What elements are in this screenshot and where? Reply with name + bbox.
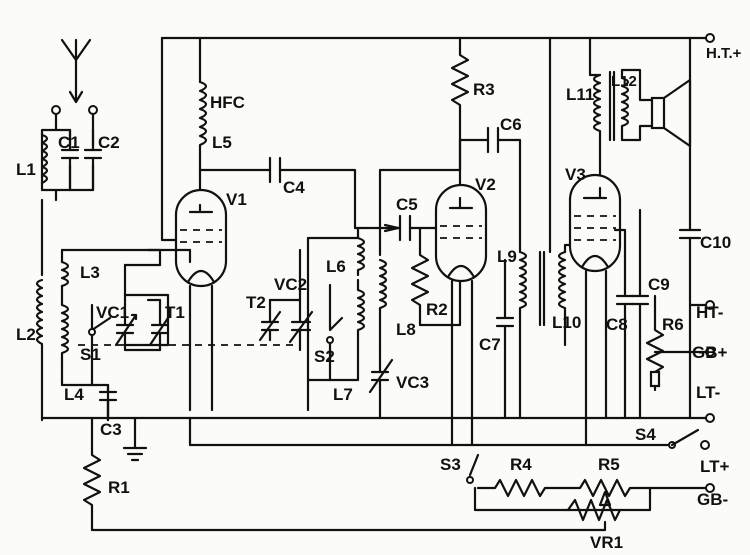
label-vr1: VR1: [590, 533, 623, 552]
label-v2: V2: [475, 175, 496, 194]
resistor-r4: [476, 478, 570, 498]
switch-s3: [466, 453, 480, 484]
label-lt-plus: LT+: [700, 457, 730, 476]
earth-symbol: [122, 416, 148, 462]
label-r2: R2: [426, 300, 448, 319]
capacitor-c5: [360, 214, 442, 242]
resistor-r6: [645, 294, 692, 392]
label-l5: L5: [212, 133, 232, 152]
label-s2: S2: [314, 347, 335, 366]
tuned-circuit-2: [258, 226, 366, 412]
switch-s4: [668, 428, 710, 450]
label-vc2: VC2: [274, 275, 307, 294]
label-l2: L2: [16, 325, 36, 344]
label-v3: V3: [565, 165, 586, 184]
resistor-r3: [450, 36, 470, 192]
label-s3: S3: [440, 455, 461, 474]
antenna: [60, 38, 92, 104]
capacitor-c10: [678, 36, 702, 420]
label-r5: R5: [598, 455, 620, 474]
label-l1: L1: [16, 160, 36, 179]
tube-v3: [568, 173, 622, 447]
aerial-tuning-network: [40, 105, 103, 202]
capacitor-c8: [613, 228, 635, 420]
tube-v1: [174, 188, 228, 412]
label-c7: C7: [479, 335, 501, 354]
ht-plus-terminal: [705, 33, 715, 43]
label-r4: R4: [510, 455, 532, 474]
label-ht-minus: HT-: [696, 303, 723, 322]
label-c4: C4: [283, 178, 305, 197]
label-r6: R6: [662, 315, 684, 334]
label-c10: C10: [700, 233, 731, 252]
label-gb-minus: GB-: [697, 490, 728, 509]
capacitor-c9: [630, 208, 650, 420]
output-transformer: [588, 36, 654, 177]
label-gb-plus: GB+: [692, 343, 728, 362]
capacitor-c6: [458, 126, 522, 254]
loudspeaker-icon: [650, 78, 692, 148]
label-lt-minus: LT-: [696, 383, 720, 402]
potentiometer-vr1: [566, 483, 715, 522]
label-l8: L8: [396, 320, 416, 339]
label-r3: R3: [473, 80, 495, 99]
capacitor-c7: [495, 258, 515, 420]
label-l9: L9: [497, 247, 517, 266]
lt-minus-terminal: [705, 413, 715, 423]
label-c5: C5: [396, 195, 418, 214]
label-t1: T1: [165, 303, 185, 322]
lt-plus-line: [188, 416, 672, 447]
label-vc1: VC1: [96, 303, 129, 322]
label-c8: C8: [606, 315, 628, 334]
label-l3: L3: [80, 263, 100, 282]
label-s1: S1: [80, 345, 101, 364]
label-r1: R1: [108, 478, 130, 497]
label-c3: C3: [100, 420, 122, 439]
resistor-r2: [410, 226, 462, 327]
label-hfc: HFC: [210, 93, 245, 112]
label-l10: L10: [552, 313, 581, 332]
label-l4: L4: [64, 385, 84, 404]
resistor-r1: [82, 416, 607, 532]
label-c9: C9: [648, 275, 670, 294]
label-s4: S4: [635, 425, 656, 444]
label-v1: V1: [226, 190, 247, 209]
label-l11: L11: [566, 85, 594, 104]
label-l12: L12: [611, 73, 637, 90]
label-vc3: VC3: [396, 373, 429, 392]
label-c2: C2: [98, 133, 120, 152]
label-l7: L7: [333, 385, 353, 404]
label-t2: T2: [246, 293, 266, 312]
choke-hfc-l5: [198, 36, 208, 207]
label-l6: L6: [326, 257, 346, 276]
power-terminals: [688, 300, 715, 357]
label-ht-plus: H.T.+: [706, 45, 742, 62]
coil-l2: [35, 198, 44, 422]
label-c1: C1: [58, 133, 80, 152]
v1-screen-feed: [160, 36, 180, 242]
resistor-r5: [473, 478, 652, 512]
tube-v2: [434, 183, 488, 447]
transformer-l9-l10: [518, 243, 594, 420]
label-c6: C6: [500, 115, 522, 134]
